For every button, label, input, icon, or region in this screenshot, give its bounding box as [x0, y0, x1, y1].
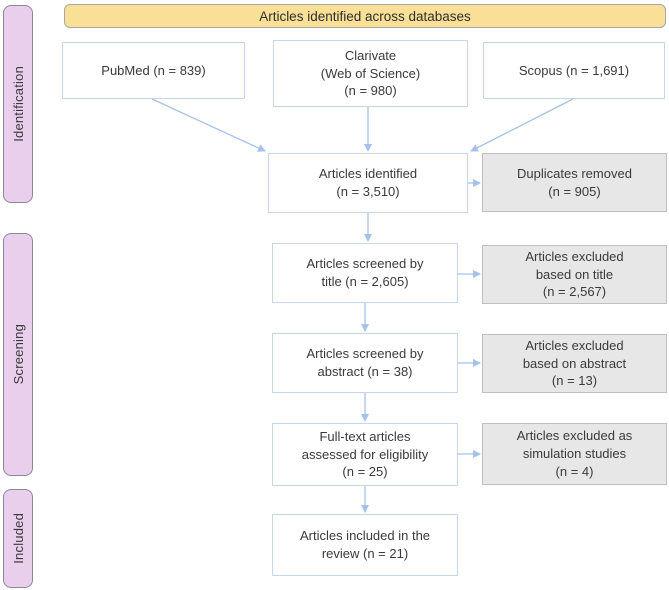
source-box-pubmed: PubMed (n = 839) — [62, 42, 245, 99]
stage-rail-screening: Screening — [3, 233, 33, 476]
stage-rail-identification-label: Identification — [10, 66, 26, 142]
excluded-box-simulation-label: Articles excluded as simulation studies … — [516, 428, 633, 479]
stage-rail-included: Included — [3, 489, 33, 588]
flow-box-fulltext-label: Full-text articles assessed for eligibil… — [301, 428, 429, 480]
stage-rail-screening-label: Screening — [10, 324, 26, 385]
source-box-clarivate: Clarivate (Web of Science) (n = 980) — [273, 40, 468, 107]
excluded-box-simulation: Articles excluded as simulation studies … — [482, 423, 667, 485]
banner: Articles identified across databases — [64, 4, 666, 28]
banner-label: Articles identified across databases — [259, 8, 471, 24]
arrow-scopus-to-identified — [470, 98, 574, 152]
flow-box-screened-abstract-label: Articles screened by abstract (n = 38) — [306, 346, 424, 379]
flow-box-screened-title-label: Articles screened by title (n = 2,605) — [306, 256, 424, 289]
excluded-box-duplicates: Duplicates removed (n = 905) — [482, 153, 667, 212]
flow-box-fulltext: Full-text articles assessed for eligibil… — [272, 423, 458, 486]
flow-box-included-label: Articles included in the review (n = 21) — [299, 528, 431, 561]
stage-rail-included-label: Included — [10, 513, 26, 564]
flow-box-identified: Articles identified (n = 3,510) — [268, 153, 468, 213]
stage-rail-identification: Identification — [3, 5, 33, 203]
excluded-box-title-label: Articles excluded based on title (n = 2,… — [525, 248, 624, 300]
source-box-scopus-label: Scopus (n = 1,691) — [518, 62, 630, 78]
source-box-clarivate-label: Clarivate (Web of Science) (n = 980) — [320, 47, 421, 99]
source-box-pubmed-label: PubMed (n = 839) — [101, 62, 206, 78]
excluded-box-abstract-label: Articles excluded based on abstract (n =… — [522, 337, 627, 389]
source-box-scopus: Scopus (n = 1,691) — [483, 42, 665, 99]
flow-box-identified-label: Articles identified (n = 3,510) — [318, 166, 418, 199]
excluded-box-title: Articles excluded based on title (n = 2,… — [482, 245, 667, 304]
excluded-box-abstract: Articles excluded based on abstract (n =… — [482, 334, 667, 393]
flow-box-screened-abstract: Articles screened by abstract (n = 38) — [272, 333, 458, 393]
excluded-box-duplicates-label: Duplicates removed (n = 905) — [517, 165, 632, 199]
flow-box-included: Articles included in the review (n = 21) — [272, 514, 458, 576]
flow-box-screened-title: Articles screened by title (n = 2,605) — [272, 243, 458, 303]
arrow-pubmed-to-identified — [151, 98, 266, 152]
